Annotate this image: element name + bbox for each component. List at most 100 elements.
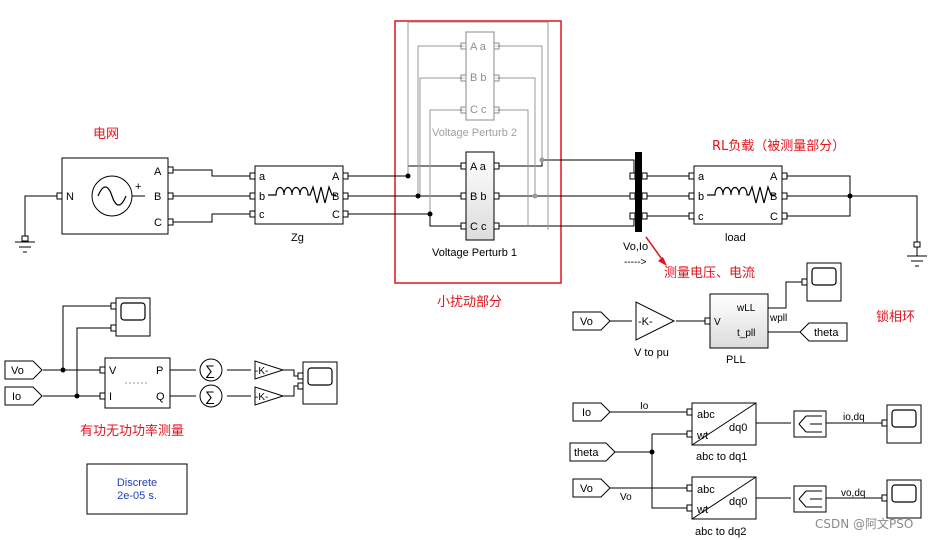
zg-block[interactable]: a b c A B C Zg bbox=[249, 165, 349, 244]
gain-label: -K- bbox=[255, 366, 268, 377]
v-to-pu-gain-label: -K- bbox=[638, 316, 653, 328]
tag-io-dq[interactable]: Io bbox=[572, 402, 611, 422]
power-port-q: Q bbox=[156, 391, 165, 403]
tag-io-left-label: Io bbox=[12, 391, 21, 403]
dq2-output-label: vo,dq bbox=[841, 488, 865, 499]
perturb2-port-a: A a bbox=[470, 41, 487, 53]
demux-icon[interactable] bbox=[793, 485, 827, 513]
zg-label: Zg bbox=[291, 232, 304, 244]
dq2-label: abc to dq2 bbox=[695, 526, 746, 538]
dq1-output-label: io,dq bbox=[843, 412, 865, 423]
dq1-label: abc to dq1 bbox=[696, 451, 747, 463]
perturb1-port-c: C c bbox=[470, 221, 487, 233]
demux-icon[interactable] bbox=[793, 410, 827, 438]
zg-port-B: B bbox=[332, 191, 339, 203]
power-calc-block[interactable]: V I P Q bbox=[99, 357, 171, 409]
scope-icon[interactable] bbox=[881, 404, 922, 444]
power-annotation: 有功无功功率测量 bbox=[80, 423, 184, 439]
tag-io-left[interactable]: Io bbox=[4, 386, 43, 406]
pll-block[interactable]: V wLL t_pll PLL bbox=[704, 293, 769, 366]
dq1-port-wt: wt bbox=[696, 430, 708, 442]
load-port-c: c bbox=[698, 211, 704, 223]
tag-theta-in-label: theta bbox=[574, 447, 599, 459]
scope-icon[interactable] bbox=[881, 479, 922, 519]
perturb2-port-b: B b bbox=[470, 72, 487, 84]
perturb2-wires bbox=[407, 21, 549, 230]
load-annotation: RL负载（被测量部分） bbox=[712, 139, 845, 154]
tag-vo-pll[interactable]: Vo bbox=[572, 311, 611, 331]
gain-block[interactable]: -K- bbox=[254, 386, 285, 406]
abc-to-dq1-block[interactable]: abc wt dq0 abc to dq1 bbox=[686, 402, 757, 463]
dq1-port-dq0: dq0 bbox=[729, 422, 747, 434]
powergui-block[interactable]: Discrete 2e-05 s. bbox=[86, 463, 188, 515]
pll-port-v: V bbox=[714, 317, 721, 328]
voltage-perturb-2[interactable]: A a B b C c bbox=[460, 31, 500, 121]
pll-wires bbox=[609, 281, 803, 333]
source-port-b: B bbox=[154, 191, 161, 203]
ground-icon bbox=[907, 241, 927, 267]
zg-port-b: b bbox=[259, 191, 265, 203]
power-port-i: I bbox=[109, 391, 112, 403]
scope-icon[interactable] bbox=[110, 297, 151, 337]
dq2-input-label: Vo bbox=[620, 492, 632, 503]
pll-annotation: 锁相环 bbox=[876, 309, 915, 325]
gain-label: -K- bbox=[255, 392, 268, 403]
voltage-perturb-1[interactable]: A a B b C c Voltage Perturb 1 bbox=[432, 151, 517, 259]
source-port-a: A bbox=[154, 166, 162, 178]
abc-to-dq2-block[interactable]: abc wt dq0 abc to dq2 bbox=[686, 476, 757, 538]
source-port-n: N bbox=[66, 191, 74, 203]
power-port-p: P bbox=[156, 365, 163, 377]
gain-block[interactable]: -K- bbox=[254, 360, 285, 380]
zg-port-C: C bbox=[332, 209, 340, 221]
load-label: load bbox=[725, 232, 746, 244]
source-plus: + bbox=[135, 181, 141, 193]
tag-vo-left[interactable]: Vo bbox=[4, 360, 43, 380]
power-wires-left bbox=[43, 305, 299, 399]
tag-vo-dq[interactable]: Vo bbox=[572, 478, 611, 498]
vi-measurement-block[interactable]: Vo,Io -----> bbox=[623, 152, 648, 268]
perturb2-port-c: C c bbox=[470, 104, 487, 116]
wpll-signal-label: wpll bbox=[769, 313, 787, 324]
load-port-a: a bbox=[698, 171, 705, 183]
tag-vo-dq-label: Vo bbox=[580, 483, 593, 495]
dq2-port-dq0: dq0 bbox=[729, 496, 747, 508]
perturb1-port-b: B b bbox=[470, 191, 487, 203]
load-port-A: A bbox=[770, 171, 778, 183]
v-to-pu-gain[interactable]: -K- V to pu bbox=[634, 301, 676, 359]
v-to-pu-label: V to pu bbox=[634, 347, 669, 359]
measure-goto-arrow: -----> bbox=[624, 257, 647, 268]
tag-theta-in[interactable]: theta bbox=[569, 442, 616, 462]
perturb-highlight-box bbox=[394, 20, 562, 284]
perturb2-label: Voltage Perturb 2 bbox=[432, 127, 517, 139]
tag-io-dq-label: Io bbox=[582, 407, 591, 419]
load-block[interactable]: a b c A B C load bbox=[688, 165, 788, 244]
perturb-annotation: 小扰动部分 bbox=[437, 295, 502, 310]
perturb1-port-a: A a bbox=[470, 161, 487, 173]
tag-vo-pll-label: Vo bbox=[580, 316, 593, 328]
powergui-line1: Discrete bbox=[117, 477, 157, 489]
sum-icon[interactable]: ∑ bbox=[199, 358, 223, 382]
tag-theta-out-label: theta bbox=[814, 327, 839, 339]
dq1-input-label: Io bbox=[640, 401, 649, 412]
svg-text:∑: ∑ bbox=[205, 388, 215, 404]
dq2-port-wt: wt bbox=[696, 504, 708, 516]
junction-dots bbox=[405, 157, 853, 217]
load-port-b: b bbox=[698, 191, 704, 203]
watermark: CSDN @阿文PSO bbox=[815, 516, 913, 531]
measure-arrow-head bbox=[658, 257, 667, 266]
power-port-v: V bbox=[109, 365, 117, 377]
load-port-B: B bbox=[770, 191, 777, 203]
measure-annotation: 测量电压、电流 bbox=[664, 266, 755, 281]
svg-text:∑: ∑ bbox=[205, 362, 215, 378]
sum-icon[interactable]: ∑ bbox=[199, 384, 223, 408]
three-phase-source[interactable]: + N A B C bbox=[56, 157, 174, 235]
scope-icon[interactable] bbox=[801, 262, 842, 302]
ground-icon bbox=[15, 235, 35, 253]
zg-port-c: c bbox=[259, 209, 265, 221]
tag-theta-out[interactable]: theta bbox=[799, 322, 848, 342]
dq2-port-abc: abc bbox=[697, 484, 715, 496]
pll-port-tpll: t_pll bbox=[737, 328, 755, 339]
source-port-c: C bbox=[154, 217, 162, 229]
scope-icon[interactable] bbox=[297, 361, 338, 405]
